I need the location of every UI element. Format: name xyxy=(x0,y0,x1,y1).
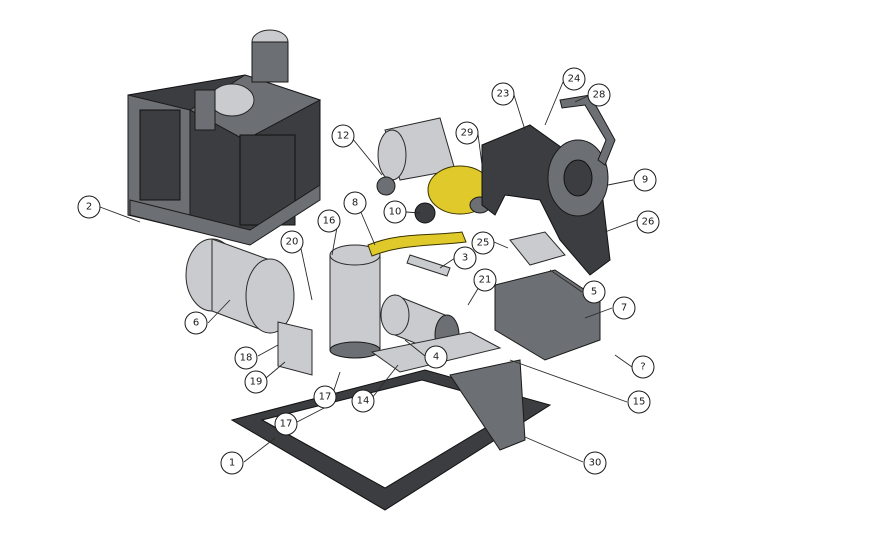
hydraulic-pump xyxy=(414,165,493,224)
callout-2: 2 xyxy=(77,195,101,219)
callout-17-lower: 17 xyxy=(274,412,298,436)
flex-hose xyxy=(367,231,467,257)
svg-text:10: 10 xyxy=(389,207,402,218)
svg-text:19: 19 xyxy=(250,377,263,388)
bell-housing xyxy=(481,124,611,276)
callout-19: 19 xyxy=(244,370,268,394)
callout-7: 7 xyxy=(612,296,636,320)
svg-text:3: 3 xyxy=(462,253,468,264)
svg-text:26: 26 xyxy=(642,217,655,228)
callout-16: 16 xyxy=(317,209,341,233)
callout-29: 29 xyxy=(455,121,479,145)
callout-3: 3 xyxy=(453,246,477,270)
callout-9: 9 xyxy=(633,168,657,192)
fuel-tank xyxy=(185,238,295,334)
svg-text:16: 16 xyxy=(323,216,336,227)
pipe xyxy=(406,254,451,277)
callout-8: 8 xyxy=(343,191,367,215)
callout-12: 12 xyxy=(331,124,355,148)
callout-unknown: ? xyxy=(631,355,655,379)
svg-text:8: 8 xyxy=(352,198,358,209)
callout-5: 5 xyxy=(582,280,606,304)
callout-15: 15 xyxy=(627,390,651,414)
engine-block xyxy=(127,29,322,246)
svg-text:2: 2 xyxy=(86,202,92,213)
callout-25: 25 xyxy=(471,231,495,255)
svg-text:5: 5 xyxy=(591,287,597,298)
svg-text:7: 7 xyxy=(621,303,627,314)
svg-text:14: 14 xyxy=(357,396,370,407)
callout-21: 21 xyxy=(473,268,497,292)
callout-28: 28 xyxy=(587,83,611,107)
control-box xyxy=(277,321,313,376)
svg-text:21: 21 xyxy=(479,275,492,286)
callout-6: 6 xyxy=(184,311,208,335)
callout-26: 26 xyxy=(636,210,660,234)
svg-text:24: 24 xyxy=(568,74,581,85)
callout-18: 18 xyxy=(234,346,258,370)
svg-text:20: 20 xyxy=(286,237,299,248)
svg-text:25: 25 xyxy=(477,238,490,249)
svg-text:6: 6 xyxy=(193,318,199,329)
svg-text:17: 17 xyxy=(280,419,293,430)
svg-text:30: 30 xyxy=(589,458,602,469)
svg-text:?: ? xyxy=(640,362,645,373)
svg-text:15: 15 xyxy=(633,397,646,408)
callout-4: 4 xyxy=(424,345,448,369)
callout-20: 20 xyxy=(280,230,304,254)
svg-text:17: 17 xyxy=(319,392,332,403)
mounting-strap xyxy=(559,94,616,166)
svg-text:28: 28 xyxy=(593,90,606,101)
svg-text:9: 9 xyxy=(642,175,648,186)
muffler-canister xyxy=(329,244,381,359)
svg-text:1: 1 xyxy=(229,458,235,469)
callout-24: 24 xyxy=(562,67,586,91)
svg-text:4: 4 xyxy=(433,352,439,363)
callout-10: 10 xyxy=(383,200,407,224)
callout-14: 14 xyxy=(351,389,375,413)
callout-1: 1 xyxy=(220,451,244,475)
svg-text:29: 29 xyxy=(461,128,474,139)
svg-text:18: 18 xyxy=(240,353,253,364)
callout-17-upper: 17 xyxy=(313,385,337,409)
callout-23: 23 xyxy=(491,82,515,106)
svg-text:23: 23 xyxy=(497,89,510,100)
svg-text:12: 12 xyxy=(337,131,350,142)
gearbox xyxy=(494,231,601,361)
filter-cylinder xyxy=(376,117,456,196)
callout-30: 30 xyxy=(583,451,607,475)
